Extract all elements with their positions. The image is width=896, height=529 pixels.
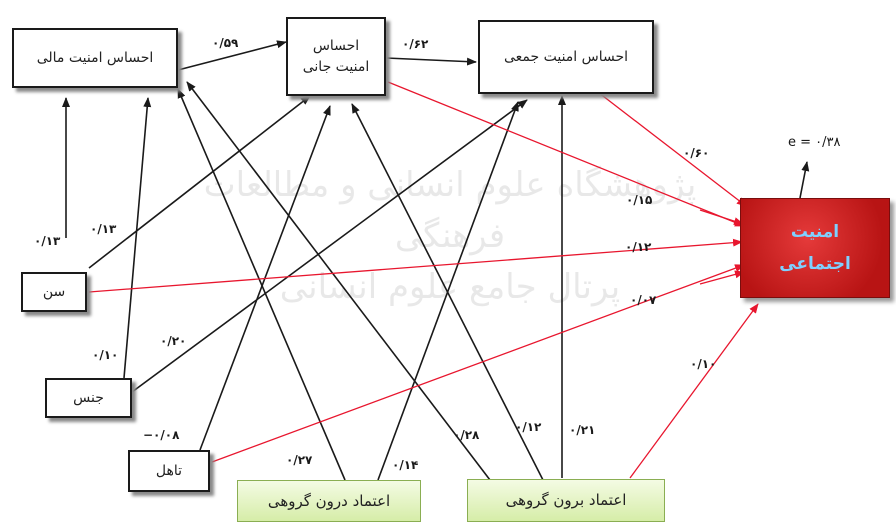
path-age-to-social	[88, 238, 743, 293]
coef-life-to-social: ۰/۱۵	[626, 193, 653, 207]
coef-life-to-collective: ۰/۶۲	[402, 37, 429, 51]
coef-age-to-social: ۰/۱۲	[625, 240, 652, 254]
node-gender: جنس	[45, 378, 132, 418]
coef-financial-to-life: ۰/۵۹	[212, 36, 239, 50]
node-financial-security: احساس امنیت مالی	[12, 28, 178, 88]
node-gender-label: جنس	[73, 389, 104, 406]
coef-outgroup-to-collective: ۰/۲۱	[569, 423, 596, 437]
node-ingroup-trust-label: اعتماد درون گروهی	[267, 491, 391, 510]
coef-outgroup-to-social: ۰/۱۰	[690, 357, 717, 371]
node-marital: تاهل	[128, 450, 210, 492]
path-outgroup-to-financial	[186, 81, 491, 481]
path-side-social-2	[699, 270, 745, 285]
node-life-security-line-1: احساس	[312, 37, 360, 54]
path-life-to-collective	[385, 57, 477, 66]
coef-collective-to-social: ۰/۶۰	[683, 146, 710, 160]
coef-outgroup-to-life: ۰/۱۲	[515, 420, 542, 434]
node-collective-security-label: احساس امنیت جمعی	[503, 48, 629, 65]
path-ingroup-to-financial	[177, 88, 346, 481]
error-term: e = ۰/۳۸	[788, 135, 841, 150]
coef-age-to-financial: ۰/۱۳	[34, 234, 61, 248]
path-gender-to-financial	[123, 97, 152, 379]
path-ingroup-to-collective	[377, 101, 519, 481]
path-age-to-life	[88, 95, 311, 269]
coef-ingroup-to-collective: ۰/۱۴	[392, 458, 419, 472]
path-error-to-social	[799, 161, 810, 199]
watermark-line-1: پژوهشگاه علوم انسانی و مطالعات فرهنگی	[203, 165, 697, 256]
coef-gender-to-financial: ۰/۱۰	[92, 348, 119, 362]
node-collective-security: احساس امنیت جمعی	[478, 20, 654, 94]
path-outgroup-to-social	[629, 303, 759, 479]
node-life-security: احساس امنیت جانی	[286, 17, 386, 96]
path-life-to-social	[387, 81, 745, 227]
coef-marital-to-social: ۰/۰۷	[630, 293, 657, 307]
path-marital-to-social	[211, 264, 745, 463]
node-age-label: سن	[42, 283, 66, 300]
coef-ingroup-to-financial: ۰/۲۷	[286, 453, 313, 467]
node-outgroup-trust: اعتماد برون گروهی	[467, 479, 665, 522]
path-financial-to-life	[177, 40, 287, 71]
node-financial-security-label: احساس امنیت مالی	[36, 49, 154, 66]
node-marital-label: تاهل	[155, 462, 183, 479]
node-social-security-line-1: امنیت	[790, 221, 840, 242]
node-outgroup-trust-label: اعتماد برون گروهی	[505, 491, 627, 510]
coef-age-to-life: ۰/۱۳	[90, 222, 117, 236]
coef-marital-to-life: −۰/۰۸	[143, 428, 180, 442]
coef-gender-to-collective: ۰/۲۰	[160, 334, 187, 348]
path-collective-to-social	[589, 85, 747, 207]
node-life-security-line-2: امنیت جانی	[302, 58, 370, 75]
node-social-security: امنیت اجتماعی	[740, 198, 890, 298]
path-gender-to-collective	[131, 99, 528, 393]
path-outgroup-to-life	[351, 103, 544, 481]
node-age: سن	[21, 272, 87, 312]
node-ingroup-trust: اعتماد درون گروهی	[237, 480, 421, 522]
path-side-social-1	[699, 209, 744, 226]
node-social-security-line-2: اجتماعی	[779, 254, 851, 274]
coef-outgroup-to-financial: ۰/۲۸	[453, 428, 480, 442]
